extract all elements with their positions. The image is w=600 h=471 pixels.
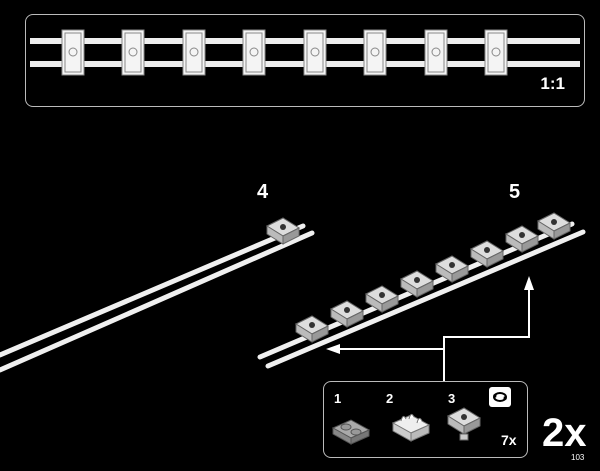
- part-index-1: 1: [334, 391, 342, 406]
- plate-with-clips-icon: [391, 413, 431, 442]
- parts-callout-box: [323, 381, 528, 458]
- sub-build-multiplier: 2x: [542, 411, 587, 455]
- plate-1x2-icon: [331, 419, 371, 445]
- arrow-left-head-icon: [326, 344, 340, 354]
- scale-rails-icon: [30, 29, 580, 76]
- step-4-number: 4: [257, 181, 269, 203]
- part-index-3: 3: [448, 391, 456, 406]
- repeat-count: 7x: [501, 432, 517, 448]
- step4-sleeper-icon: [265, 217, 301, 245]
- rotate-icon: [489, 387, 511, 407]
- page-number: 103: [571, 453, 585, 462]
- part-index-2: 2: [386, 391, 394, 406]
- step-5-number: 5: [509, 181, 521, 203]
- plate-with-stud-icon: [446, 407, 482, 441]
- scale-callout-box: [25, 14, 585, 107]
- arrow-up-head-icon: [524, 276, 534, 290]
- scale-label: 1:1: [540, 74, 565, 93]
- step5-sleepers-icon: [294, 212, 572, 343]
- placement-arrows-icon: [330, 282, 530, 381]
- step4-rails-icon: [0, 223, 315, 373]
